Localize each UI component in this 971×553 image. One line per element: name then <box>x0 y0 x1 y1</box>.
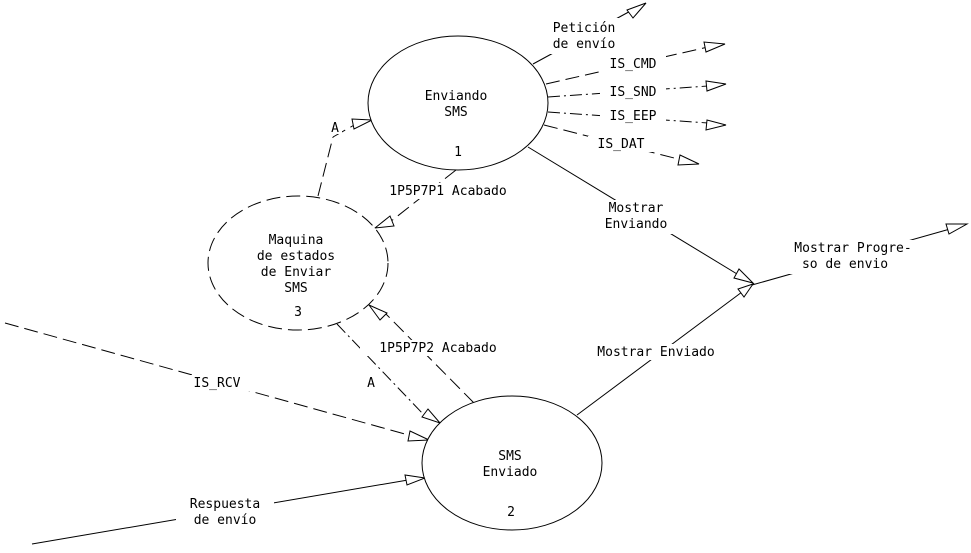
node-enviando-line1: Enviando <box>425 89 488 104</box>
flow-is-dat-arrowhead <box>677 154 700 166</box>
node-enviado-number: 2 <box>507 505 515 520</box>
flow-acabado2-arrowhead <box>367 303 388 321</box>
flow-is-snd-label: IS_SND <box>610 85 657 100</box>
flow-acabado2-label: 1P5P7P2 Acabado <box>379 341 496 356</box>
node-enviado-line2: Enviado <box>483 465 538 480</box>
flow-peticion-label-line2: de envío <box>553 37 616 52</box>
flow-acabado2-line <box>383 311 475 404</box>
node-maquina-line2: de estados <box>257 249 335 264</box>
flow-a-bottom-arrowhead <box>421 408 442 425</box>
flow-mostrar-enviado-arrowhead <box>737 283 755 298</box>
node-maquina-bubble <box>207 195 389 331</box>
flow-respuesta-arrowhead <box>404 474 427 486</box>
node-enviado-line1: SMS <box>498 449 521 464</box>
node-maquina-line1: Maquina <box>269 233 324 248</box>
node-enviando-line2: SMS <box>444 105 467 120</box>
node-maquina-number: 3 <box>294 305 302 320</box>
flow-a-bottom-label: A <box>367 376 375 391</box>
node-maquina-line3: de Enviar <box>261 265 332 280</box>
flow-acabado1-arrowhead <box>373 215 395 229</box>
node-enviado-bubble <box>421 395 603 531</box>
flow-peticion-label-line1: Petición <box>553 21 616 36</box>
flow-a-top-line-2 <box>332 123 357 138</box>
flow-respuesta-label-line2: de envío <box>194 513 257 528</box>
flow-is-dat-label: IS_DAT <box>598 137 645 152</box>
flow-mostrar-progreso-arrowhead <box>945 223 969 235</box>
flow-is-eep-line <box>547 111 709 124</box>
node-maquina: Maquina de estados de Enviar SMS 3 <box>257 233 335 320</box>
node-maquina-line4: SMS <box>284 281 307 296</box>
flow-is-eep-label: IS_EEP <box>610 109 657 124</box>
flow-is-snd-line <box>547 85 709 98</box>
flow-a-top-label: A <box>331 121 339 136</box>
flow-mostrar-enviando-arrowhead <box>733 268 755 284</box>
flow-is-cmd-arrowhead <box>703 41 726 53</box>
flow-is-snd-arrowhead <box>705 80 727 92</box>
flow-is-eep-arrowhead <box>705 119 727 131</box>
node-enviando-number: 1 <box>454 145 462 160</box>
flow-mostrar-progreso-label-line1: Mostrar Progre- <box>794 241 911 256</box>
flow-a-top-arrowhead <box>351 118 374 130</box>
flow-acabado1-label: 1P5P7P1 Acabado <box>389 184 506 199</box>
flow-peticion-arrowhead <box>626 2 647 19</box>
flow-a-bottom-line <box>336 323 426 417</box>
flow-mostrar-enviando-label-line2: Enviando <box>605 217 668 232</box>
node-enviando-bubble <box>367 35 549 171</box>
flow-a-top-line <box>317 136 334 197</box>
flow-mostrar-enviando-label-line1: Mostrar <box>609 201 664 216</box>
flow-is-rcv-arrowhead <box>407 430 430 442</box>
node-enviando: Enviando SMS 1 <box>425 89 488 160</box>
flow-mostrar-progreso-label-line2: so de envio <box>802 257 888 272</box>
flow-is-cmd-label: IS_CMD <box>610 57 657 72</box>
node-enviado: SMS Enviado 2 <box>483 449 538 520</box>
flow-respuesta-label-line1: Respuesta <box>190 497 260 512</box>
flow-mostrar-enviado-label: Mostrar Enviado <box>597 345 714 360</box>
flow-is-rcv-label: IS_RCV <box>194 376 241 391</box>
